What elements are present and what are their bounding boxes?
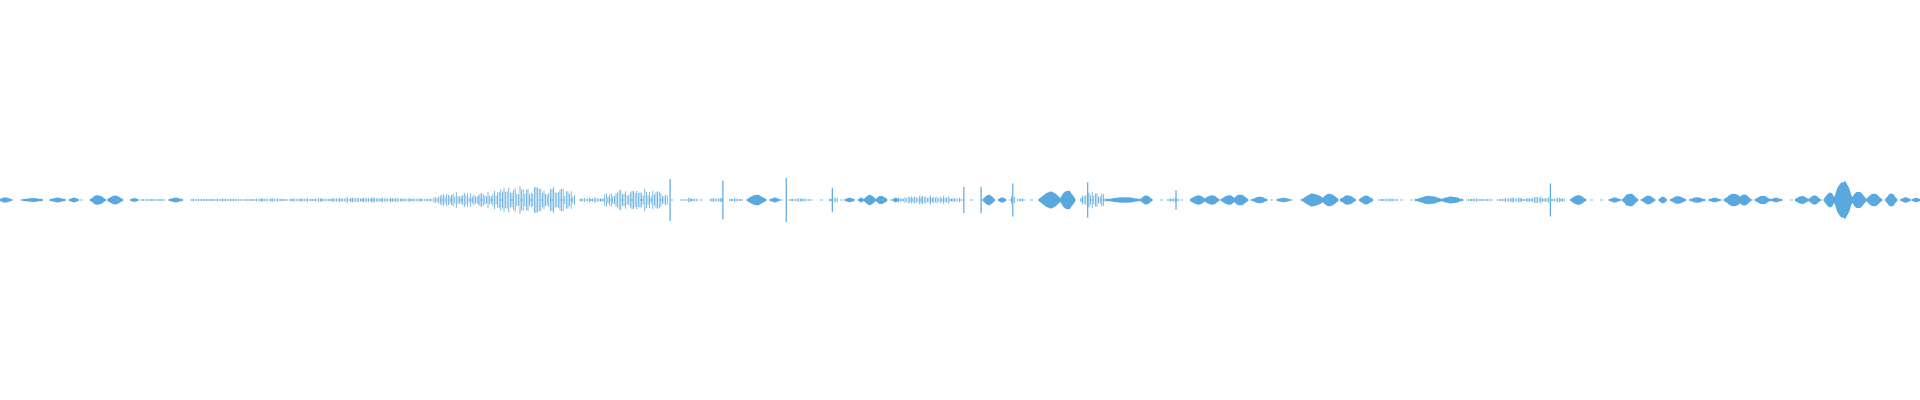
waveform-dense-region xyxy=(243,198,288,202)
waveform-blob xyxy=(998,197,1007,203)
waveform-blob xyxy=(1641,195,1656,205)
waveform-blob xyxy=(1769,197,1783,203)
waveform-blob xyxy=(982,194,995,206)
waveform-blob xyxy=(1658,196,1667,204)
waveform-dense-region xyxy=(1167,197,1179,203)
waveform-blob xyxy=(844,197,855,203)
waveform-blob xyxy=(1059,190,1076,210)
waveform-dense-region xyxy=(579,197,605,203)
waveform-dense-region xyxy=(1526,196,1551,204)
waveform-blob xyxy=(22,198,43,202)
waveform-blob xyxy=(1339,195,1356,205)
waveform-blob xyxy=(0,197,12,203)
waveform-dense-region xyxy=(683,198,699,202)
waveform-blob xyxy=(1708,197,1721,203)
waveform-dense-region xyxy=(433,192,480,208)
waveform-blob xyxy=(1190,195,1207,205)
waveform-blob xyxy=(1232,194,1249,206)
waveform-dense-region xyxy=(788,198,811,202)
waveform-blob xyxy=(1570,194,1587,206)
waveform-blob xyxy=(769,197,780,203)
waveform-dense-region xyxy=(829,197,838,203)
waveform-dense-region xyxy=(191,198,241,202)
waveform-dense-region xyxy=(1551,197,1565,203)
waveform-blob xyxy=(1670,196,1687,204)
waveform-blob xyxy=(1622,193,1639,207)
waveform-dense-region xyxy=(1017,198,1025,202)
waveform-blob xyxy=(1850,191,1867,209)
waveform-blob xyxy=(892,197,899,203)
waveform-blob xyxy=(1276,197,1291,203)
waveform-dense-region xyxy=(729,197,742,203)
waveform-blob xyxy=(875,196,888,204)
waveform-blob xyxy=(168,197,183,203)
waveform-blob xyxy=(1737,194,1752,206)
waveform-blob xyxy=(1105,197,1143,203)
waveform-blob xyxy=(1900,197,1911,203)
waveform-dense-region xyxy=(1466,198,1490,202)
waveform-blob xyxy=(1439,196,1464,204)
waveform-dense-region xyxy=(710,197,724,203)
waveform-blob xyxy=(863,194,876,206)
waveform-blob xyxy=(1251,196,1268,204)
waveform-blob xyxy=(1794,195,1809,205)
waveform-blob xyxy=(68,197,79,203)
waveform-blob xyxy=(130,198,139,202)
waveform-blob xyxy=(1320,193,1339,207)
waveform-blob xyxy=(1140,195,1153,205)
waveform-dense-region xyxy=(898,195,960,205)
waveform-blob xyxy=(1203,195,1220,205)
waveform-blob xyxy=(1689,197,1706,203)
waveform-blob xyxy=(1912,197,1920,203)
waveform-blob xyxy=(857,197,865,203)
waveform-dense-region xyxy=(289,197,432,203)
waveform-blob xyxy=(89,195,106,205)
waveform-blob xyxy=(1754,195,1771,205)
waveform-blob xyxy=(1865,193,1882,207)
waveform-blob xyxy=(49,197,66,203)
waveform-blob xyxy=(1833,180,1854,220)
waveform-blob xyxy=(1808,195,1821,205)
waveform-dense-region xyxy=(479,186,575,214)
waveform-blob xyxy=(107,195,124,205)
waveform-blob xyxy=(1885,193,1898,207)
waveform-dense-region xyxy=(141,198,165,202)
waveform-blob xyxy=(1608,197,1621,203)
waveform-blob xyxy=(1414,195,1445,205)
waveform-blob xyxy=(746,194,767,206)
waveform-blob xyxy=(1038,191,1063,209)
waveform-dense-region xyxy=(1080,191,1106,209)
waveform-blob xyxy=(1359,195,1374,205)
waveform-dense-region xyxy=(604,188,668,212)
waveform-dense-region xyxy=(1378,198,1399,202)
